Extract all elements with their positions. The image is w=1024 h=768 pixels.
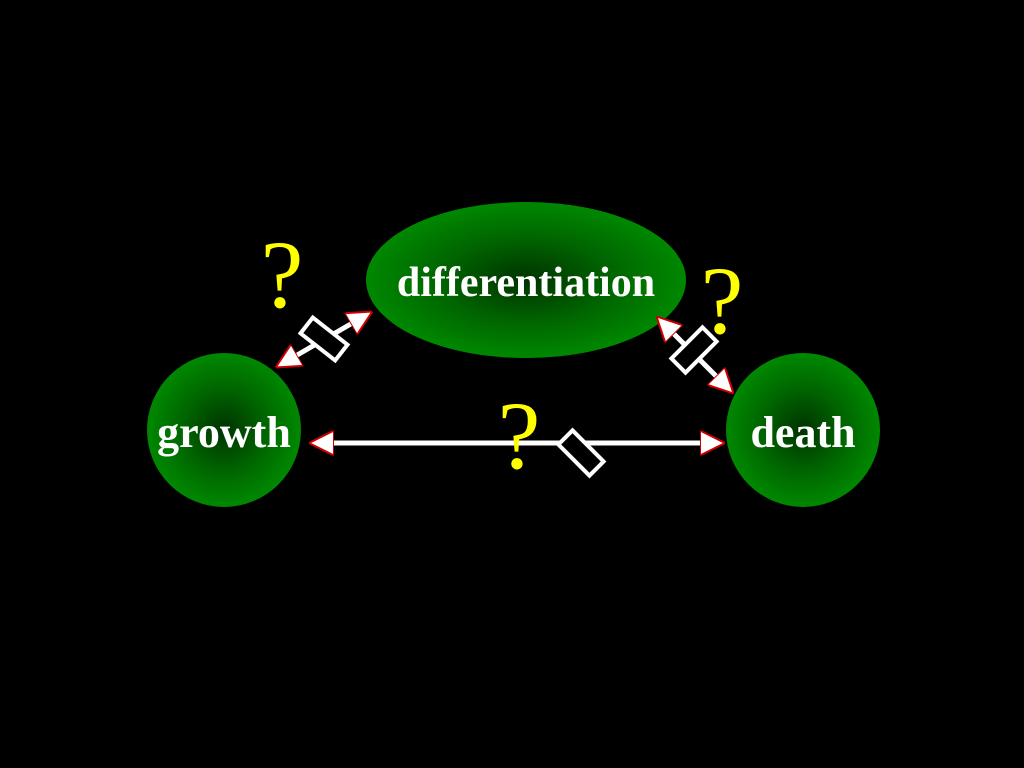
- question-growth-death: ?: [498, 382, 541, 489]
- node-death: [726, 353, 880, 507]
- label-growth: growth: [157, 408, 291, 457]
- node-differentiation: [366, 202, 686, 358]
- label-differentiation: differentiation: [397, 260, 655, 306]
- question-growth-differentiation: ?: [261, 221, 304, 328]
- node-growth: [147, 353, 301, 507]
- block-differentiation-death: [668, 324, 720, 376]
- block-growth-death: [555, 427, 607, 479]
- block-growth-differentiation: [297, 314, 351, 364]
- label-death: death: [750, 408, 855, 457]
- question-differentiation-death: ?: [701, 247, 744, 354]
